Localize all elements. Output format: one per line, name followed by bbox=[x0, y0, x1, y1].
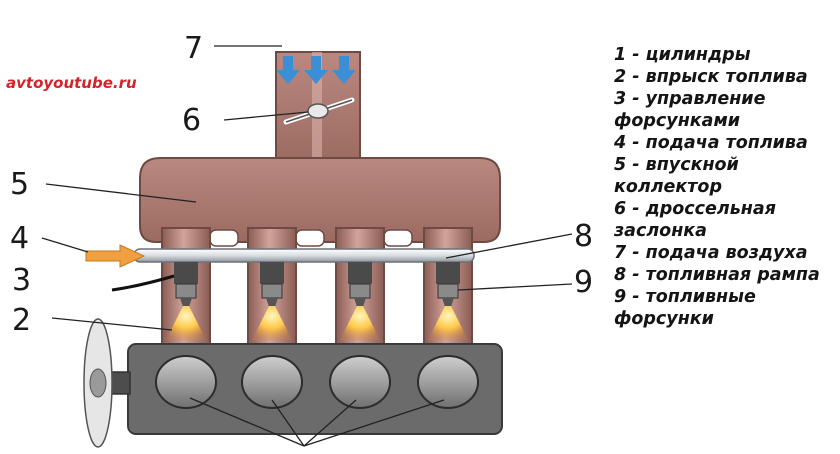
intake-runners bbox=[161, 227, 473, 349]
throttle-valve bbox=[283, 97, 355, 125]
fuel-spray bbox=[166, 306, 468, 340]
flywheel bbox=[83, 318, 113, 448]
leader-lines bbox=[41, 45, 573, 447]
callout-3: 3 bbox=[12, 263, 31, 298]
injector bbox=[260, 262, 284, 307]
legend-item-injectors: 9 - топливные форсунки bbox=[614, 287, 756, 329]
injector-control-wire bbox=[111, 274, 175, 292]
cylinders bbox=[155, 355, 479, 409]
legend-item-fuel-injection: 2 - впрыск топлива bbox=[614, 67, 808, 87]
legend-item-fuel-supply: 4 - подача топлива bbox=[614, 133, 808, 153]
air-flow-arrows bbox=[276, 56, 356, 84]
source-watermark: avtoyoutube.ru bbox=[6, 74, 137, 92]
fuel-supply-arrow bbox=[85, 244, 146, 268]
injector bbox=[348, 262, 372, 307]
legend-item-throttle: 6 - дроссельная заслонка bbox=[614, 199, 776, 241]
callout-4: 4 bbox=[10, 221, 29, 256]
legend-item-intake-manifold: 5 - впускной коллектор bbox=[614, 155, 739, 197]
legend: 1 - цилиндры 2 - впрыск топлива 3 - упра… bbox=[614, 44, 838, 330]
intake-manifold bbox=[139, 157, 501, 247]
injector bbox=[174, 262, 198, 307]
legend-item-fuel-rail: 8 - топливная рампа bbox=[614, 265, 820, 285]
callout-5: 5 bbox=[10, 167, 29, 202]
callout-7: 7 bbox=[184, 31, 203, 66]
callout-2: 2 bbox=[12, 303, 31, 338]
fuel-injectors bbox=[174, 262, 460, 307]
callout-8: 8 bbox=[574, 219, 593, 254]
legend-item-cylinders: 1 - цилиндры bbox=[614, 45, 751, 65]
injector bbox=[436, 262, 460, 307]
callout-6: 6 bbox=[182, 103, 201, 138]
callout-9: 9 bbox=[574, 265, 593, 300]
legend-item-injector-control: 3 - управление форсунками bbox=[614, 89, 766, 131]
fuel-rail bbox=[133, 248, 475, 263]
legend-item-air-supply: 7 - подача воздуха bbox=[614, 243, 808, 263]
